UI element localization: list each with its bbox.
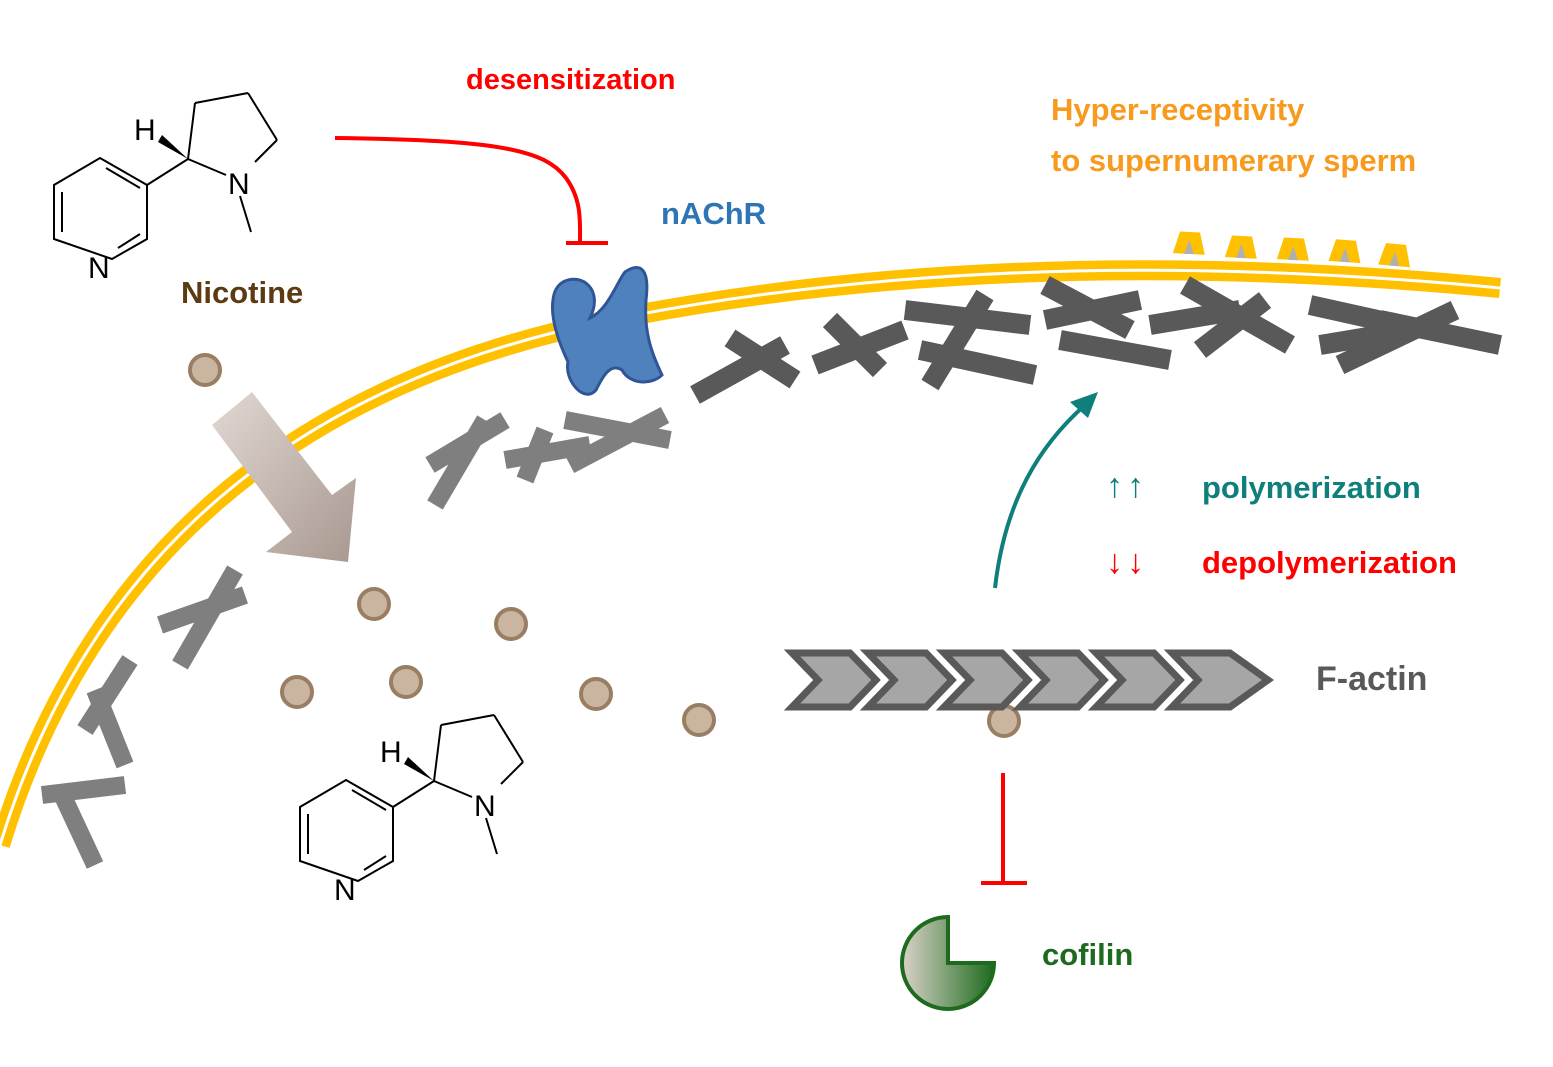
cofilin-pie-icon [900,914,997,1011]
nitrogen-atom-top-ring: N [228,168,250,201]
f-actin-filament [783,649,1275,711]
membrane-protrusions [1172,231,1411,268]
polymerization-arrowhead [1070,392,1098,418]
nicotine-particle [357,587,391,621]
desensitization-label: desensitization [466,64,676,96]
nicotine-structure-bottom: H N N [299,714,524,907]
nicotine-particle [579,677,613,711]
depolymerization-label: depolymerization [1202,545,1457,580]
hydrogen-atom-bottom: H [380,736,402,769]
f-actin-label: F-actin [1316,660,1428,698]
desensitization-inhibition [334,136,608,245]
nachr-receptor-icon [550,266,664,396]
nicotine-particles [188,353,1021,738]
polymerization-arrow [993,403,1087,589]
nicotine-particle [389,665,423,699]
polymerization-label: polymerization [1202,470,1421,505]
nachr-label: nAChR [661,196,767,231]
hydrogen-atom-top: H [134,114,156,147]
nicotine-particle [188,353,222,387]
nitrogen-atom-bottom-pyridine: N [334,874,356,907]
cofilin-label: cofilin [1042,937,1134,972]
nicotine-particle [280,675,314,709]
depolymerization-down-arrows-icon: ↓↓ [1106,543,1148,581]
hyper-receptivity-label-line1: Hyper-receptivity [1051,92,1305,127]
nicotine-particle [682,703,716,737]
cofilin-inhibition [981,773,1027,885]
nicotine-structure-top: H N N [53,92,278,285]
nitrogen-atom-bottom-ring: N [474,790,496,823]
cortical-actin-mesh [40,276,1503,869]
nicotine-label: Nicotine [181,275,304,310]
nicotine-particle [494,607,528,641]
nitrogen-atom-top-pyridine: N [88,252,110,285]
polymerization-up-arrows-icon: ↑↑ [1106,467,1148,505]
hyper-receptivity-label-line2: to supernumerary sperm [1051,143,1417,178]
nicotine-entry-arrow-icon [212,392,356,562]
